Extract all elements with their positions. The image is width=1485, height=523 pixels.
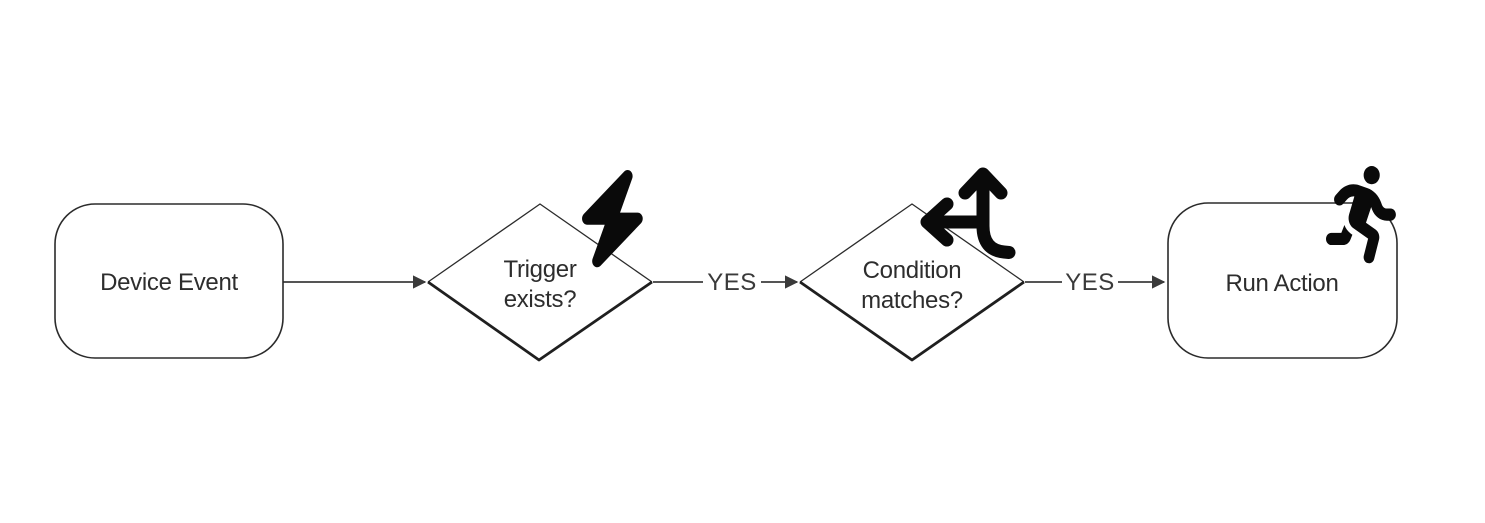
device-event-shape	[54, 203, 284, 359]
device-event-label: Device Event	[100, 269, 238, 296]
bolt-icon	[582, 169, 643, 268]
trigger-diamond-top-edge	[427, 203, 653, 283]
node-run-action: Run Action	[1167, 166, 1398, 359]
condition-diamond-bottom-edge	[799, 280, 1025, 362]
edge-label-yes: YES	[707, 269, 757, 296]
condition-diamond-top-edge	[799, 203, 1025, 283]
person-running-icon	[1326, 166, 1396, 264]
trigger-label-line1: Trigger	[503, 256, 576, 283]
edge-condition-to-run-action: YES	[1025, 269, 1166, 296]
condition-label-line2: matches?	[861, 287, 963, 314]
trigger-diamond-bottom-edge	[427, 280, 653, 362]
arrows-split-up-and-left-icon	[920, 167, 1016, 259]
node-trigger-exists: Trigger exists?	[427, 169, 653, 362]
node-device-event: Device Event	[54, 203, 284, 359]
node-condition-matches: Condition matches?	[799, 167, 1025, 362]
edge-label-yes: YES	[1065, 269, 1115, 296]
trigger-label-line2: exists?	[504, 286, 577, 313]
edge-trigger-to-condition: YES	[653, 269, 799, 296]
condition-label-line1: Condition	[863, 257, 962, 284]
run-action-label: Run Action	[1225, 270, 1338, 297]
